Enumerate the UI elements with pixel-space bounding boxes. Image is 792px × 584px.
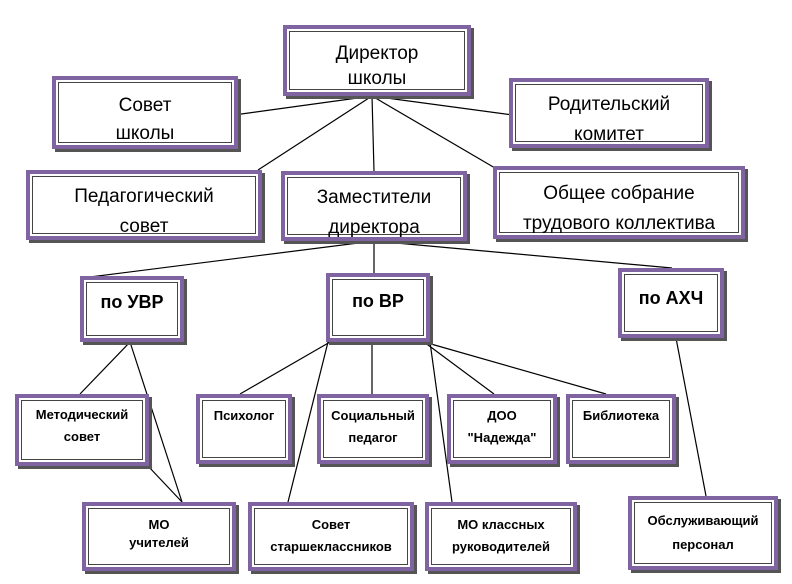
social-teacher-box: Социальный педагог (317, 394, 429, 464)
line-deputies-uvr (81, 240, 375, 279)
vr-label: по ВР (352, 291, 404, 311)
senior-council-box: Совет старшеклассников (248, 502, 414, 571)
parent-committee-label-line1: Родительский (547, 94, 671, 115)
mo-teachers-box: МО учителей (82, 502, 236, 571)
doo-label-line1: ДОО (487, 408, 517, 423)
deputies-box: Заместители директора (281, 171, 467, 241)
director-label-line2: школы (347, 68, 407, 89)
director-box: Директор школы (283, 25, 471, 96)
social-teacher-label-line1: Социальный (331, 408, 415, 423)
parent-committee-box: Родительский комитет (509, 78, 709, 148)
doo-label-line2: "Надежда" (467, 430, 537, 445)
psychologist-label: Психолог (213, 408, 275, 423)
pedagogical-council-label-line2: совет (119, 216, 169, 237)
pedagogical-council-box: Педагогический совет (26, 170, 262, 240)
uvr-label: по УВР (100, 292, 164, 312)
line-uvr-methodical (79, 341, 131, 395)
methodical-council-label-line1: Методический (35, 407, 129, 422)
line-vr-psychologist (239, 341, 331, 395)
mo-class-teachers-label-line1: МО классных (457, 517, 545, 532)
ahch-box: по АХЧ (618, 268, 724, 338)
library-box: Библиотека (566, 394, 676, 464)
director-label-line1: Директор (335, 43, 419, 64)
line-ahch-service (675, 337, 707, 497)
methodical-council-label-line2: совет (63, 429, 101, 444)
line-director-general-meeting (371, 95, 496, 169)
school-council-label-line1: Совет (118, 95, 172, 116)
general-meeting-box: Общее собрание трудового коллектива (493, 166, 745, 239)
general-meeting-label-line2: трудового коллектива (522, 213, 716, 234)
deputies-label-line2: директора (328, 217, 420, 238)
school-council-label-line2: школы (115, 123, 175, 144)
doo-box: ДОО "Надежда" (447, 394, 557, 464)
mo-teachers-label-line1: МО (148, 517, 170, 532)
line-vr-library (423, 341, 607, 395)
line-methodical-mo-teachers (147, 465, 183, 503)
methodical-council-box: Методический совет (15, 394, 149, 466)
psychologist-box: Психолог (196, 394, 292, 464)
line-deputies-ahch (373, 240, 673, 269)
mo-class-teachers-box: МО классных руководителей (425, 502, 577, 571)
senior-council-label-line2: старшеклассников (270, 539, 392, 554)
pedagogical-council-label-line1: Педагогический (74, 186, 214, 207)
line-director-school-council (233, 95, 373, 116)
vr-box: по ВР (326, 273, 430, 342)
line-uvr-mo-teachers (129, 341, 183, 503)
social-teacher-label-line2: педагог (348, 430, 398, 445)
line-director-parent-committee (371, 95, 514, 116)
service-staff-label-line1: Обслуживающий (647, 513, 759, 528)
library-label: Библиотека (582, 408, 660, 423)
school-council-box: Совет школы (52, 76, 238, 149)
line-vr-senior-council (287, 341, 329, 503)
service-staff-box: Обслуживающий персонал (628, 496, 778, 570)
line-vr-mo-class (429, 341, 453, 503)
mo-class-teachers-label-line2: руководителей (451, 539, 550, 554)
deputies-label-line1: Заместители (316, 187, 432, 208)
line-director-deputies (371, 95, 375, 172)
line-vr-doo (423, 341, 495, 395)
parent-committee-label-line2: комитет (574, 124, 644, 145)
mo-teachers-label-line2: учителей (129, 535, 189, 550)
uvr-box: по УВР (80, 276, 184, 342)
senior-council-label-line1: Совет (311, 517, 351, 532)
general-meeting-label-line1: Общее собрание (543, 183, 695, 204)
line-director-pedagogical-council (257, 95, 373, 171)
service-staff-label-line2: персонал (672, 537, 734, 552)
ahch-label: по АХЧ (638, 288, 704, 308)
